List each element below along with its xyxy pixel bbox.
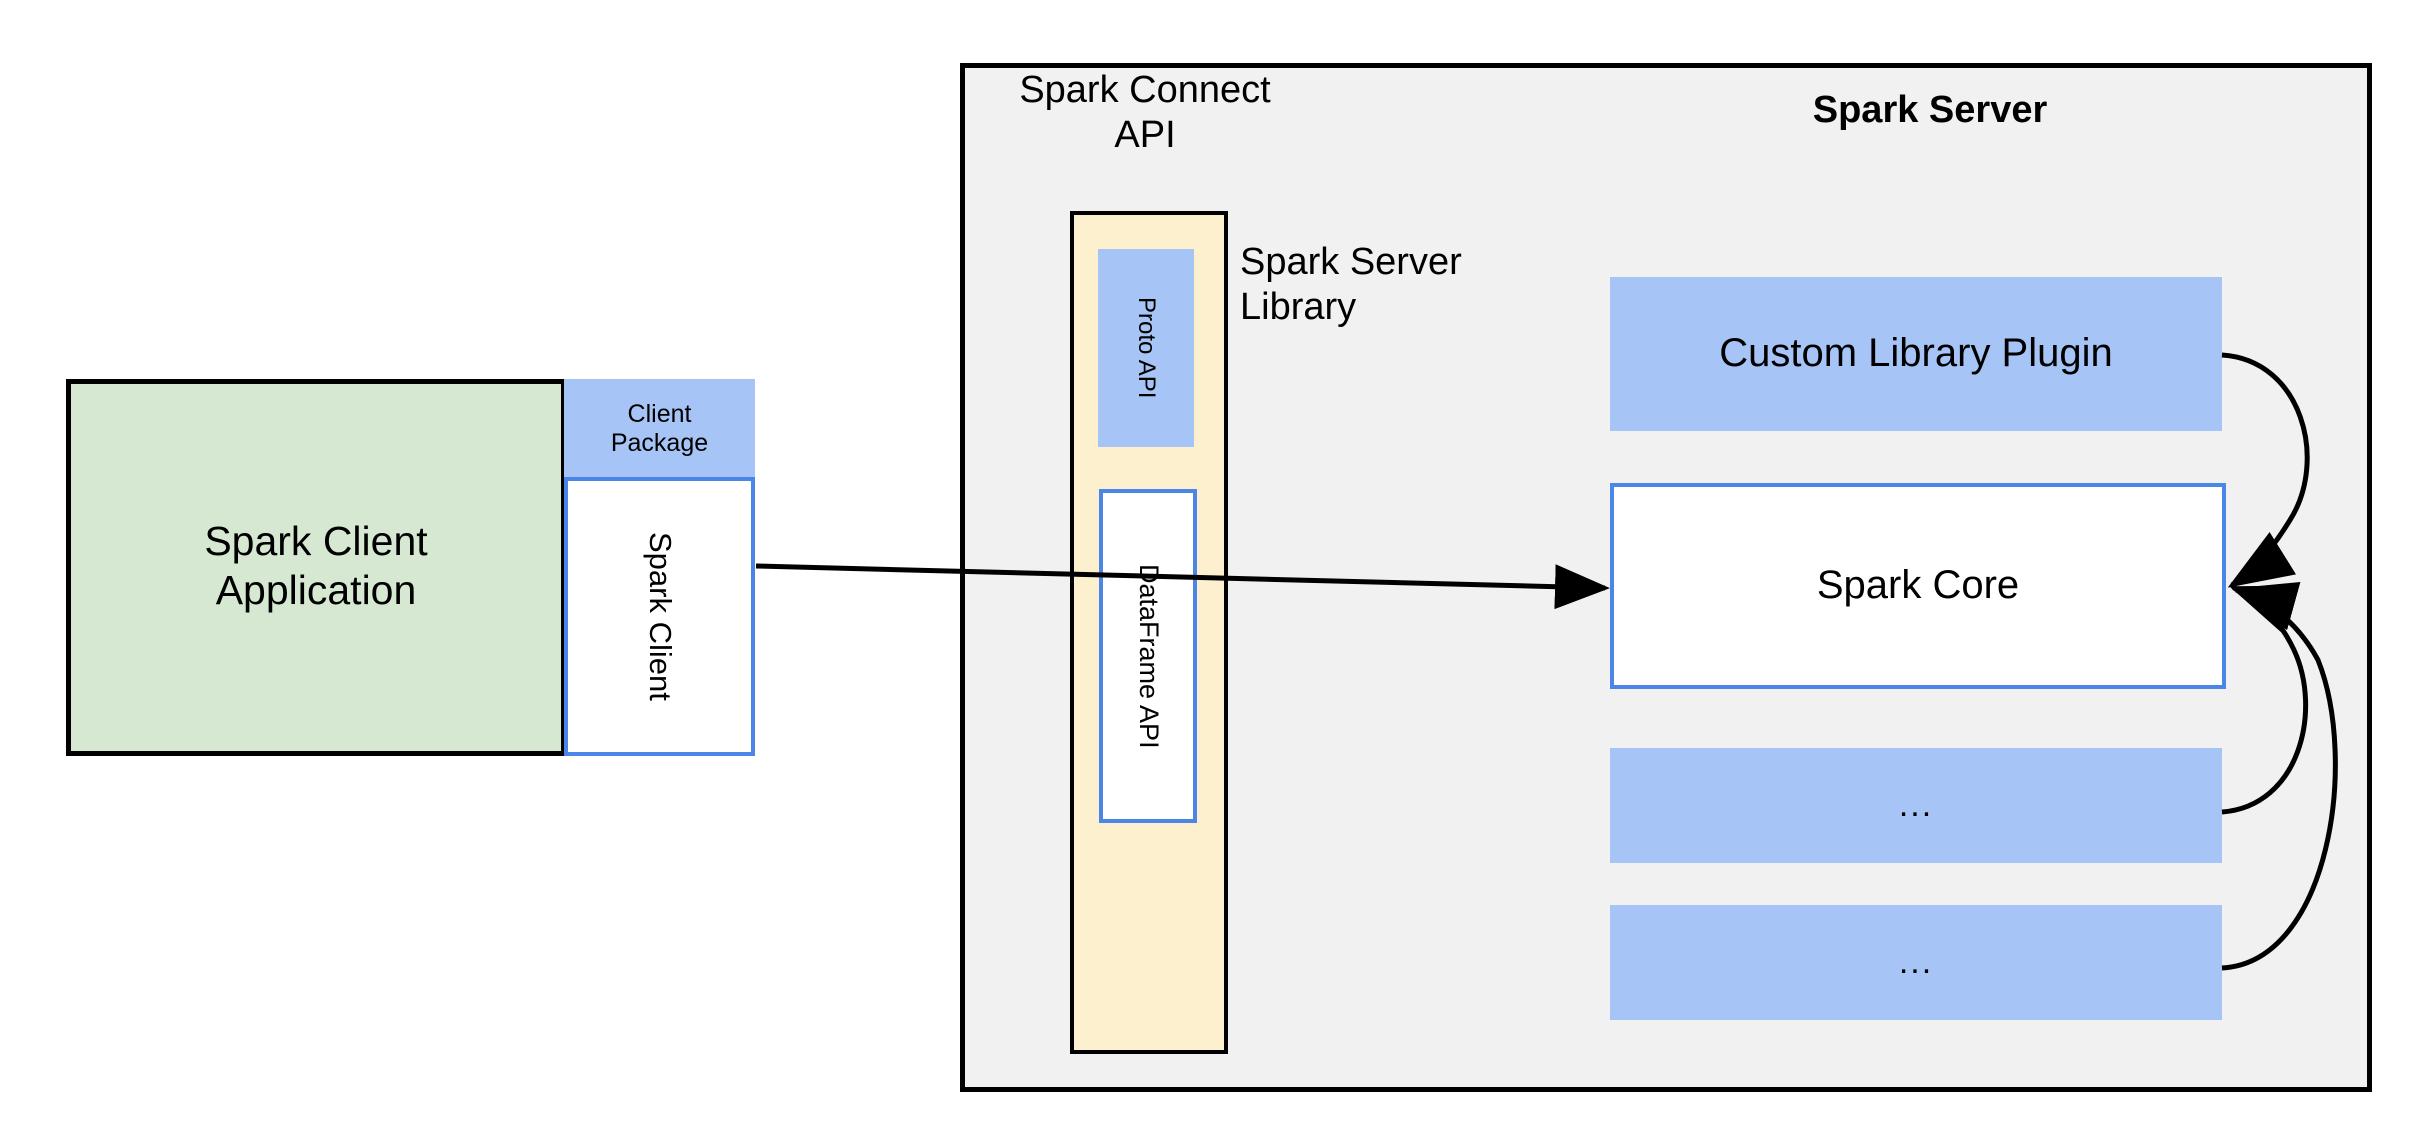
spark-connect-api-label: Spark Connect API xyxy=(1019,69,1271,156)
custom-library-plugin-label: Custom Library Plugin xyxy=(1719,331,2113,376)
spark-client-application-box[interactable]: Spark Client Application xyxy=(66,379,566,756)
ellipsis-box-2[interactable]: ... xyxy=(1610,905,2222,1020)
spark-client-application-label: Spark Client Application xyxy=(204,518,428,613)
custom-library-plugin-box[interactable]: Custom Library Plugin xyxy=(1610,277,2222,431)
spark-client-label: Spark Client xyxy=(642,532,678,701)
spark-server-title: Spark Server xyxy=(1812,89,2048,131)
spark-core-label: Spark Core xyxy=(1816,563,2020,608)
client-package-box[interactable]: Client Package xyxy=(564,379,755,479)
dataframe-api-box[interactable]: DataFrame API xyxy=(1099,489,1197,823)
dataframe-api-label: DataFrame API xyxy=(1133,563,1164,749)
ellipsis-1-label: ... xyxy=(1898,786,1934,825)
spark-client-box[interactable]: Spark Client xyxy=(564,477,755,756)
ellipsis-box-1[interactable]: ... xyxy=(1610,748,2222,863)
client-package-label: Client Package xyxy=(610,399,709,458)
spark-core-box[interactable]: Spark Core xyxy=(1610,483,2226,689)
proto-api-box[interactable]: Proto API xyxy=(1098,249,1194,447)
ellipsis-2-label: ... xyxy=(1898,943,1934,982)
proto-api-label: Proto API xyxy=(1133,297,1161,399)
spark-server-library-label: Spark Server Library xyxy=(1240,241,1462,328)
